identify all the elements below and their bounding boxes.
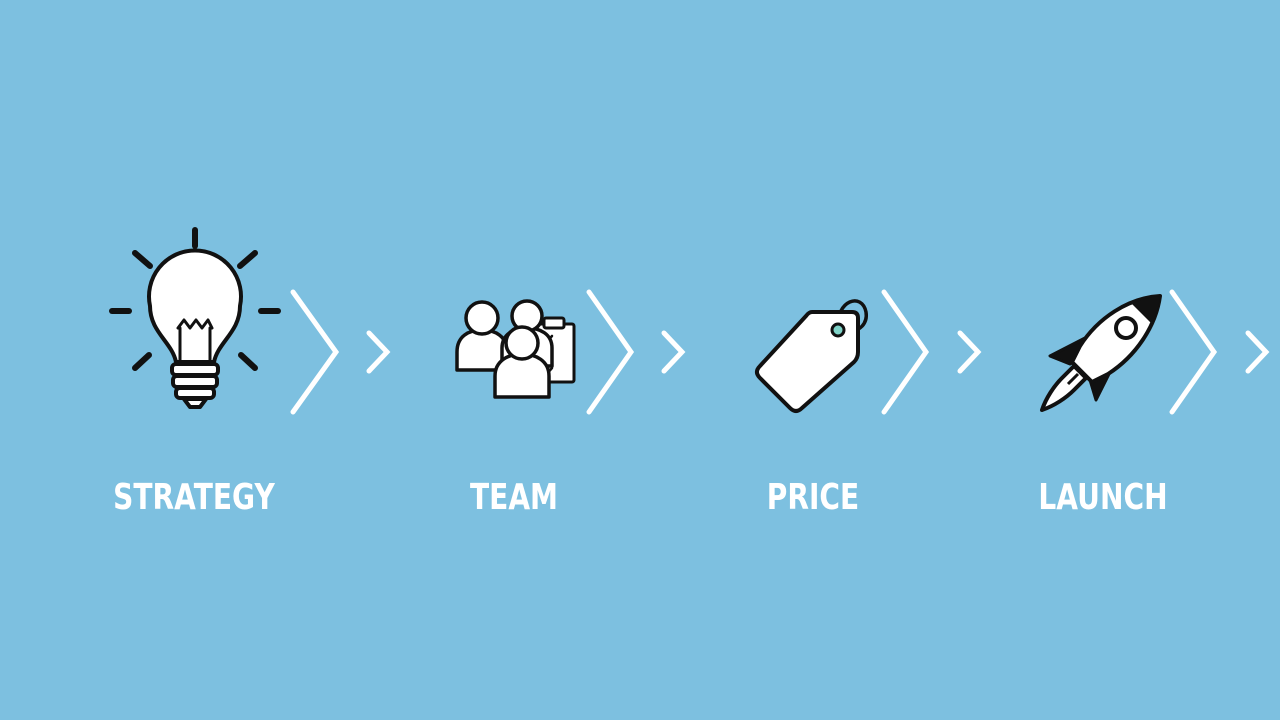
team-icon [455,299,576,399]
chevron-right-icon [1169,289,1218,415]
chevron-right-icon [290,289,340,415]
lightbulb-icon [109,227,281,409]
chevron-right-icon [661,330,686,374]
step-label-price: PRICE [766,477,860,518]
step-label-team: TEAM [469,477,559,518]
rocket-icon [1040,294,1162,412]
chevron-right-icon [366,330,391,374]
chevron-right-icon [957,330,982,374]
step-label-launch: LAUNCH [1038,477,1168,518]
chevron-right-icon [881,289,930,415]
step-label-strategy: STRATEGY [113,477,275,518]
chevron-right-icon [1245,330,1270,374]
chevron-right-icon [586,289,635,415]
price-tag-icon [755,299,868,413]
